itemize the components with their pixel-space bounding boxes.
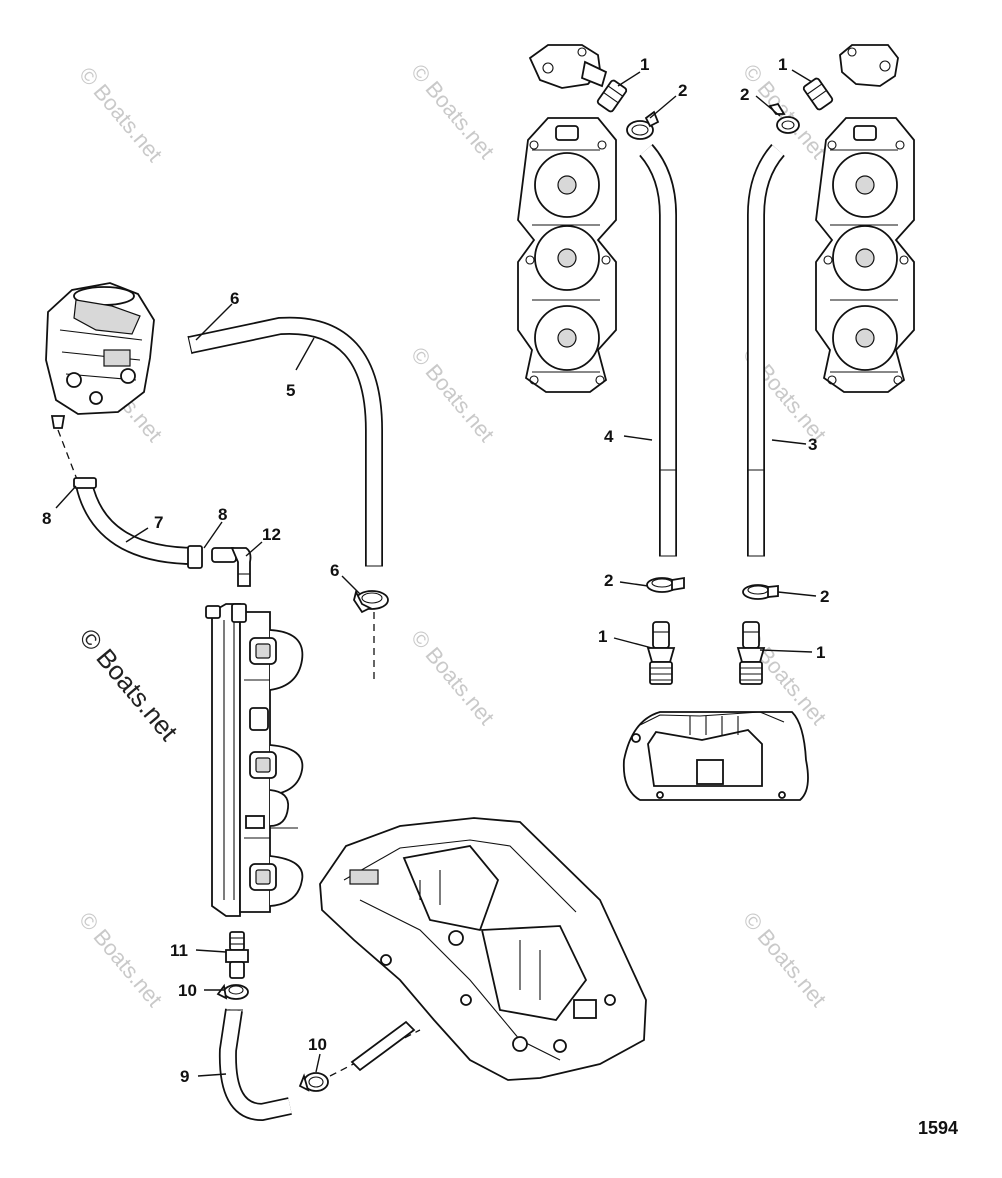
hose-4 xyxy=(639,144,677,557)
callout-top-left-fitting: 1 xyxy=(640,55,649,74)
right-cylinder-cover xyxy=(815,117,915,393)
leader-lines xyxy=(55,69,817,1077)
elbow-12 xyxy=(211,547,252,587)
watermark: © Boats.net xyxy=(738,907,831,1011)
watermark-main: © Boats.net xyxy=(73,623,184,747)
top-right-clamp xyxy=(768,102,800,134)
callout-hose-8-left: 8 xyxy=(42,509,51,528)
watermark: © Boats.net xyxy=(738,59,831,163)
callout-top-left-clamp: 2 xyxy=(678,81,687,100)
left-cylinder-cover xyxy=(517,117,617,393)
callout-fitting-11: 11 xyxy=(170,941,188,960)
engine-block xyxy=(319,817,647,1081)
callout-clamp-10-right: 10 xyxy=(308,1035,327,1054)
hose-7 xyxy=(73,477,203,569)
callouts: 1 2 1 2 6 5 4 3 8 7 8 12 6 2 2 1 1 11 10… xyxy=(42,55,829,1086)
mid-left-clamp xyxy=(646,576,685,593)
adapter-plate xyxy=(622,711,809,801)
leader-pump-hose7 xyxy=(57,429,79,483)
callout-hose-4: 4 xyxy=(604,427,614,446)
hose-9 xyxy=(218,1008,292,1122)
top-right-cover-fitting xyxy=(802,44,899,111)
hose-5 xyxy=(187,316,383,567)
callout-hose-3: 3 xyxy=(808,435,817,454)
watermark: © Boats.net xyxy=(406,342,499,446)
callout-clamp-2-right: 2 xyxy=(820,587,829,606)
watermark: © Boats.net xyxy=(74,907,167,1011)
manifold-rail xyxy=(205,603,304,917)
hose-3 xyxy=(747,144,785,557)
callout-top-right-fitting: 1 xyxy=(778,55,787,74)
callout-top-right-clamp: 2 xyxy=(740,85,749,104)
clamp-10-right xyxy=(298,1072,329,1092)
figure-number: 1594 xyxy=(918,1118,958,1138)
callout-clamp-6-bottom: 6 xyxy=(330,561,339,580)
callout-elbow-12: 12 xyxy=(262,525,281,544)
callout-fitting-1-left: 1 xyxy=(598,627,607,646)
fitting-11 xyxy=(225,931,249,979)
callout-hose-6-top: 6 xyxy=(230,289,239,308)
mid-right-clamp xyxy=(742,584,779,600)
callout-hose-9: 9 xyxy=(180,1067,189,1086)
watermark: © Boats.net xyxy=(406,625,499,729)
watermark: © Boats.net xyxy=(406,59,499,163)
callout-hose-8-right: 8 xyxy=(218,505,227,524)
callout-fitting-1-right: 1 xyxy=(816,643,825,662)
top-left-cover-fitting xyxy=(528,44,628,113)
mid-right-fitting xyxy=(736,621,766,685)
mid-left-fitting xyxy=(646,621,676,685)
clamp-10-left xyxy=(216,983,249,1000)
watermark: © Boats.net xyxy=(74,62,167,166)
callout-clamp-10-left: 10 xyxy=(178,981,197,1000)
callout-clamp-2-left: 2 xyxy=(604,571,613,590)
top-left-clamp xyxy=(626,110,660,140)
callout-hose-5: 5 xyxy=(286,381,295,400)
clamp-6-bottom xyxy=(353,589,389,614)
callout-hose-7: 7 xyxy=(154,513,163,532)
pump-housing xyxy=(45,282,155,429)
